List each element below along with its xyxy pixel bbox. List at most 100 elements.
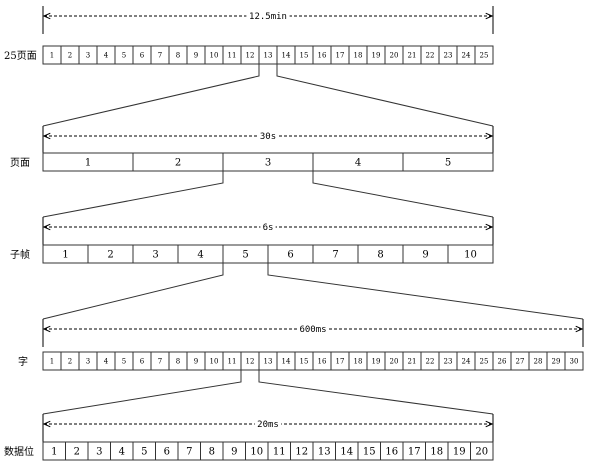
cell-label: 13 [318,447,331,458]
cell-label: 19 [453,447,466,458]
cell-label: 13 [264,357,273,365]
expansion-line-left [42,370,242,415]
cell-label: 15 [300,357,309,365]
dimension-label: 12.5min [249,12,287,22]
cell-label: 29 [552,357,561,365]
cell-label: 6 [140,357,145,365]
cell-label: 23 [444,51,453,59]
cell-label: 17 [336,51,345,59]
cell-label: 19 [372,357,381,365]
cell-label: 2 [175,158,181,169]
cell-label: 3 [86,51,90,59]
cell-label: 2 [107,250,113,261]
row-label: 数据位 [4,445,34,458]
cell-label: 1 [50,357,54,365]
cell-label: 6 [164,447,170,458]
cell-label: 8 [176,51,180,59]
expansion-line-left [42,64,260,127]
cell-label: 4 [104,51,109,59]
dimension-label-bg [257,130,279,141]
cell-label: 9 [422,250,428,261]
cell-label: 1 [62,250,68,261]
row-label: 字 [18,355,28,368]
cell-box [447,244,494,264]
cell-label: 5 [141,447,147,458]
cell-label: 25 [480,357,489,365]
cell-label: 24 [462,357,471,365]
expansion-line-right [276,64,494,127]
cell-label: 3 [265,158,271,169]
dimension-line: 6s [42,217,494,245]
cell-label: 7 [332,250,338,261]
cell-label: 11 [228,357,237,365]
cell-label: 4 [119,447,125,458]
cell-label: 26 [498,357,507,365]
row-label: 子帧 [10,248,30,261]
dimension-label-bg [246,10,290,21]
cell-box [474,45,494,65]
cell-label: 9 [231,447,237,458]
dimension-label-bg [297,323,329,334]
cell-label: 5 [122,357,126,365]
cell-box [402,152,494,172]
cell-label: 5 [122,51,126,59]
cell-label: 1 [50,51,54,59]
cell-box [564,351,584,371]
cell-label: 4 [104,357,109,365]
cell-label: 20 [390,51,399,59]
cell-label: 24 [462,51,471,59]
expansion-line-left [42,171,224,218]
cell-label: 9 [194,51,198,59]
cell-label: 13 [264,51,273,59]
cell-label: 1 [51,447,57,458]
cell-label: 8 [209,447,215,458]
cell-label: 5 [445,158,451,169]
expansion-line-right [312,171,494,218]
cell-label: 12 [295,447,308,458]
cell-label: 3 [152,250,158,261]
cell-label: 22 [426,357,435,365]
cell-label: 27 [516,357,525,365]
cell-label: 9 [194,357,198,365]
cell-label: 10 [250,447,263,458]
dimension-label-bg [254,418,282,429]
dimension-line: 600ms [42,319,584,347]
cell-label: 10 [464,250,477,261]
cell-label: 25 [480,51,489,59]
dimension-line: 12.5min [42,6,494,34]
cell-label: 12 [246,357,255,365]
cell-label: 14 [340,447,353,458]
cell-label: 4 [197,250,203,261]
cell-label: 15 [300,51,309,59]
cell-label: 4 [355,158,361,169]
cell-label: 7 [186,447,192,458]
row-label: 页面 [10,157,30,169]
cell-label: 6 [140,51,145,59]
cell-label: 18 [354,357,363,365]
cell-label: 10 [210,51,219,59]
expansion-line-left [42,263,224,320]
cell-label: 17 [408,447,421,458]
expansion-line-right [267,263,584,320]
cell-label: 23 [444,357,453,365]
cell-label: 2 [68,357,72,365]
cell-label: 8 [377,250,383,261]
cell-label: 10 [210,357,219,365]
cell-label: 30 [570,357,579,365]
cell-label: 3 [86,357,90,365]
cell-label: 20 [390,357,399,365]
cell-label: 18 [430,447,443,458]
dimension-label: 30s [260,132,276,142]
expansion-line-right [258,370,494,415]
cell-label: 16 [385,447,398,458]
cell-label: 7 [158,357,162,365]
cell-label: 20 [475,447,488,458]
dimension-line: 20ms [42,414,494,442]
cell-box [470,441,494,461]
cell-label: 5 [242,250,248,261]
cell-label: 18 [354,51,363,59]
cell-label: 17 [336,357,345,365]
